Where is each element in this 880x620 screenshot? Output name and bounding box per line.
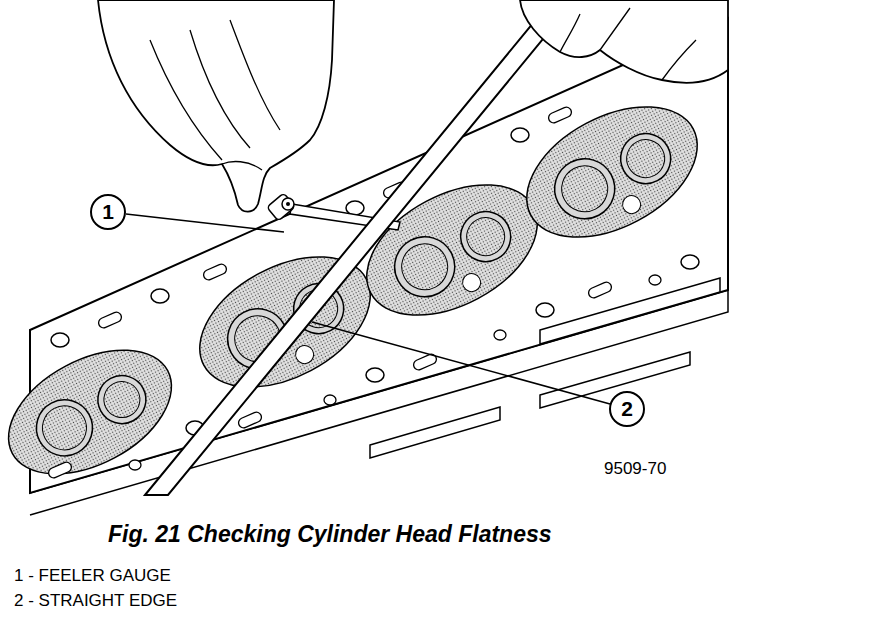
coolant-passages [47,106,661,480]
left-hand [98,0,334,212]
legend-entry: 1 - FEELER GAUGE [14,566,171,586]
leader-line [126,214,284,232]
combustion-chambers [0,80,719,499]
callout-number: 1 [90,194,126,230]
right-hand [520,0,728,83]
leader-line [312,322,610,404]
figure-caption: Fig. 21 Checking Cylinder Head Flatness [108,521,552,548]
legend-entry: 2 - STRAIGHT EDGE [14,591,177,611]
callout-text: 2 [621,397,633,421]
figure-number: 9509-70 [604,459,666,479]
callout-text: 1 [102,200,114,224]
callout-number: 2 [609,391,645,427]
